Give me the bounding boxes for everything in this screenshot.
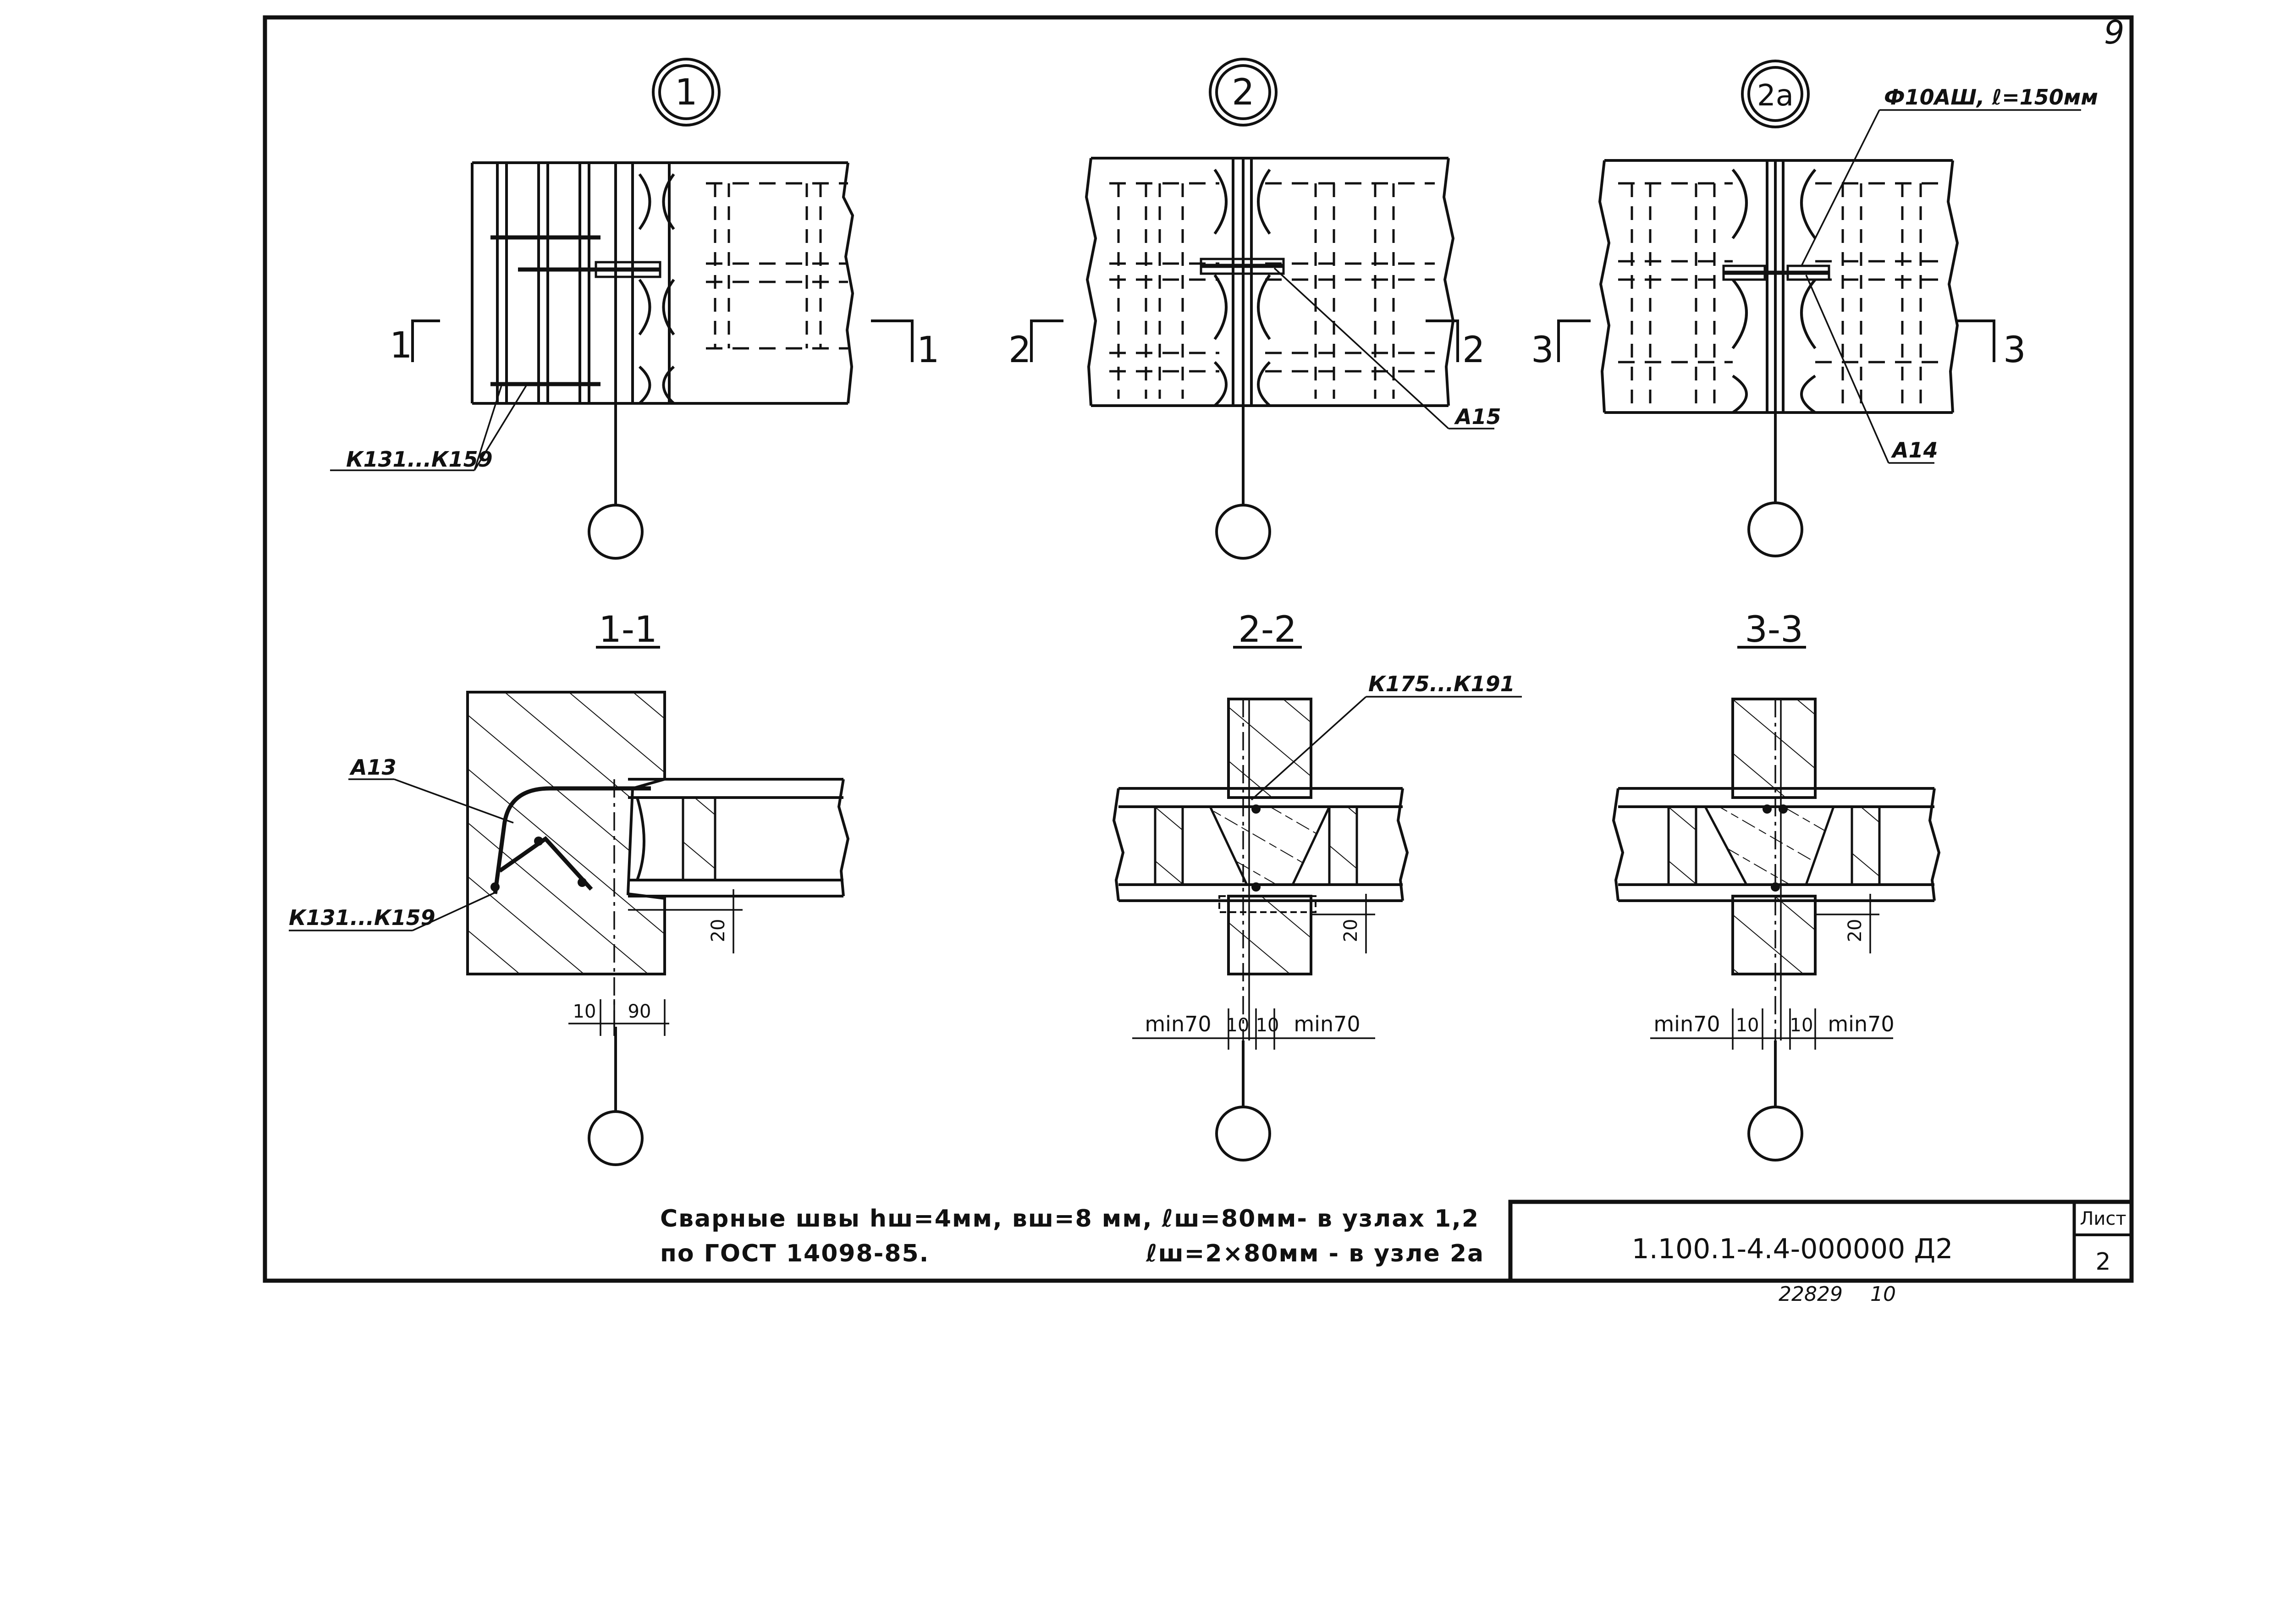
- callout-bar-spec: Ф10АШ, ℓ=150мм: [1884, 85, 2098, 110]
- section-1-1-dim-10: 10: [573, 1001, 596, 1022]
- section-2-2-dim-10a: 10: [1226, 1015, 1250, 1036]
- note-line-2-left: по ГОСТ 14098-85.: [660, 1240, 929, 1267]
- cut-mark-3-left: 3: [1531, 330, 1554, 371]
- section-3-3-dim-10a: 10: [1736, 1015, 1759, 1036]
- sheet-number: 2: [2095, 1248, 2110, 1276]
- callout-k131-k159-section: К131...К159: [289, 905, 435, 930]
- section-1-1: 1-1 10 90 20 А13 К131...К159: [289, 609, 850, 1166]
- section-3-3-dim-min-right: min70: [1828, 1012, 1894, 1036]
- corner-mark: 9: [2104, 14, 2125, 51]
- node-1-detail-circle: [588, 504, 644, 560]
- section-2-2-dim-20: 20: [1340, 919, 1361, 942]
- title-block: 1.100.1-4.4-000000 Д2 Лист 2: [1508, 1200, 2134, 1283]
- cut-mark-1-left: 1: [390, 325, 413, 366]
- section-2-2-title: 2-2: [1238, 609, 1296, 650]
- callout-a14: А14: [1891, 438, 1938, 462]
- section-3-3-circle: [1747, 1106, 1803, 1162]
- format-mark: 10: [1870, 1283, 1896, 1306]
- node-1-marker-inner: [658, 64, 714, 120]
- order-number: 22829: [1779, 1283, 1843, 1306]
- sheet-label: Лист: [2080, 1208, 2126, 1229]
- cut-mark-2-left: 2: [1008, 330, 1031, 371]
- node-2-marker-inner: [1215, 64, 1271, 120]
- callout-k131-k159-plan: К131...К159: [346, 447, 493, 472]
- notes: Сварные швы hш=4мм, вш=8 мм, ℓш=80мм- в …: [660, 1205, 1484, 1267]
- section-1-1-circle: [588, 1110, 644, 1166]
- section-2-2-circle: [1215, 1106, 1271, 1162]
- section-3-3-dim-10b: 10: [1790, 1015, 1813, 1036]
- section-1-1-dim-90: 90: [628, 1001, 651, 1022]
- node-2a-marker-inner: [1747, 66, 1803, 122]
- section-2-2-dim-10b: 10: [1256, 1015, 1279, 1036]
- doc-code: 1.100.1-4.4-000000 Д2: [1632, 1233, 1953, 1265]
- node-1-marker-label: 1: [675, 72, 698, 113]
- note-line-1: Сварные швы hш=4мм, вш=8 мм, ℓш=80мм- в …: [660, 1205, 1479, 1233]
- section-2-2-dim-min-right: min70: [1294, 1012, 1360, 1036]
- cut-mark-3-right: 3: [2003, 330, 2026, 371]
- node-2-marker-label: 2: [1232, 72, 1255, 113]
- cut-mark-1-right: 1: [917, 330, 940, 371]
- section-1-1-dim-20: 20: [708, 919, 729, 942]
- section-3-3-dim-20: 20: [1845, 919, 1866, 942]
- section-3-3-dim-min-left: min70: [1653, 1012, 1720, 1036]
- node-2a-plan: 2а 3 3 Ф: [1531, 60, 2098, 557]
- sheet-frame: [263, 15, 2134, 1283]
- note-line-2-right: ℓш=2×80мм - в узле 2а: [1146, 1240, 1484, 1267]
- node-1-plan: 1 1: [330, 58, 940, 560]
- section-2-2: 2-2 min70 10 10 min70 20: [1112, 609, 1522, 1162]
- callout-a13: А13: [349, 755, 397, 780]
- node-2a-detail-circle: [1747, 501, 1803, 557]
- node-2-detail-circle: [1215, 504, 1271, 560]
- node-2-plan: 2 2 2: [1008, 58, 1501, 560]
- callout-a15: А15: [1454, 404, 1501, 429]
- section-1-1-title: 1-1: [599, 609, 657, 650]
- callout-k175-k191: К175...К191: [1368, 672, 1515, 696]
- section-3-3: 3-3 min70 10 10 min70 20: [1612, 609, 1941, 1162]
- cut-mark-2-right: 2: [1462, 330, 1485, 371]
- node-2a-marker-label: 2а: [1757, 79, 1794, 113]
- section-3-3-title: 3-3: [1745, 609, 1803, 650]
- section-2-2-dim-min-left: min70: [1145, 1012, 1211, 1036]
